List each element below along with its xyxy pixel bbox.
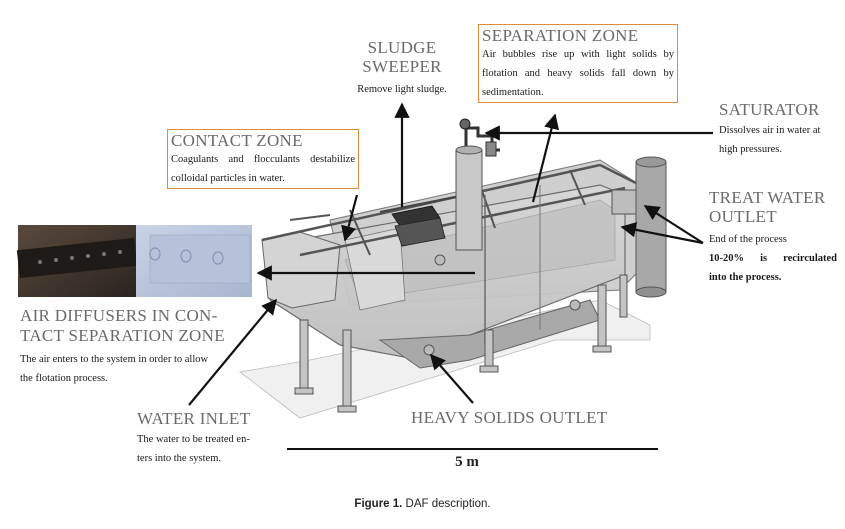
sludge-sweeper-desc: Remove light sludge. xyxy=(357,84,447,95)
air-diffuser-render xyxy=(136,225,252,297)
figure-caption-label: Figure 1. xyxy=(354,498,403,510)
heavy-solids-outlet-title: HEAVY SOLIDS OUTLET xyxy=(411,408,608,427)
contact-zone-desc: Coagulants and flocculants destabilize c… xyxy=(171,154,355,184)
saturator-label: SATURATOR Dissolves air in water at high… xyxy=(719,100,843,159)
water-inlet-title: WATER INLET xyxy=(137,409,251,428)
water-inlet-desc-1: The water to be treated en- xyxy=(137,434,250,445)
figure-caption: Figure 1. DAF description. xyxy=(0,498,845,510)
arrow-outlet-top xyxy=(643,205,704,244)
water-inlet-desc-2: ters into the system. xyxy=(137,453,221,464)
saturator-desc-1: Dissolves air in water at xyxy=(719,125,821,136)
sludge-sweeper-label: SLUDGE SWEEPER Remove light sludge. xyxy=(345,38,459,99)
figure-caption-text: DAF description. xyxy=(402,498,491,510)
tank-legs xyxy=(294,274,628,413)
heavy-solids-outlet-label: HEAVY SOLIDS OUTLET xyxy=(411,408,621,427)
treat-water-outlet-desc-3: into the process. xyxy=(709,272,782,283)
air-diffuser-photo xyxy=(16,225,138,297)
arrow-contact-zone xyxy=(341,194,359,242)
air-diffusers-title-1: AIR DIFFUSERS IN CON- xyxy=(20,306,218,325)
arrow-outlet-bottom xyxy=(620,222,704,245)
saturator-vessel xyxy=(455,118,500,251)
scale-label: 5 m xyxy=(455,454,479,470)
contact-zone-title: CONTACT ZONE xyxy=(171,131,303,150)
treat-water-outlet-label: TREAT WATER OUTLET End of the process 10… xyxy=(709,188,837,287)
saturator-title: SATURATOR xyxy=(719,100,820,119)
air-diffusers-desc-1: The air enters to the system in order to… xyxy=(20,354,209,365)
treat-water-outlet-title-1: TREAT WATER xyxy=(709,188,826,207)
treat-water-outlet-title-2: OUTLET xyxy=(709,207,777,226)
treat-water-outlet-desc-1: End of the process xyxy=(709,234,787,245)
arrow-separation-zone xyxy=(531,113,560,203)
separation-zone-desc: Air bubbles rise up with light solids by… xyxy=(482,49,674,98)
sludge-sweeper-title-2: SWEEPER xyxy=(362,57,442,76)
arrow-heavy-solids xyxy=(429,353,474,404)
water-inlet-label: WATER INLET The water to be treated en- … xyxy=(137,409,277,468)
air-diffusers-desc-2: the flotation process. xyxy=(20,373,108,384)
separation-zone-title: SEPARATION ZONE xyxy=(482,26,639,45)
contact-zone-box: CONTACT ZONE Coagulants and flocculants … xyxy=(167,129,359,189)
air-diffusers-label: AIR DIFFUSERS IN CON- TACT SEPARATION ZO… xyxy=(20,306,260,388)
saturator-desc-2: high pressures. xyxy=(719,144,782,155)
callout-arrows xyxy=(188,102,713,406)
separation-zone-box: SEPARATION ZONE Air bubbles rise up with… xyxy=(478,24,678,103)
sludge-sweeper-title-1: SLUDGE xyxy=(367,38,437,57)
outlet-column xyxy=(635,156,667,298)
arrow-water-inlet xyxy=(188,298,277,406)
air-diffusers-title-2: TACT SEPARATION ZONE xyxy=(20,326,225,345)
treat-water-outlet-desc-2: 10-20% is recirculated xyxy=(709,253,837,264)
